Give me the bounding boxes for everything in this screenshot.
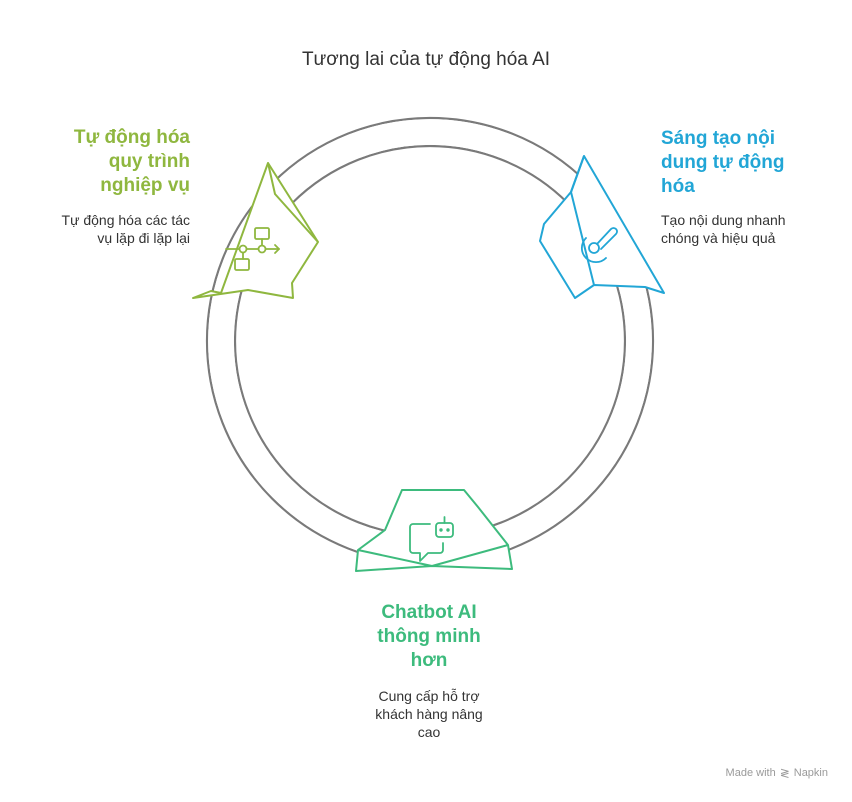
chatbot-heading-line: thông minh: [377, 626, 481, 647]
chatbot-heading-line: hơn: [410, 650, 448, 671]
content-creation-heading: Sáng tạo nội dung tự động hóa: [661, 127, 811, 199]
chatbot-icon: [409, 516, 454, 562]
napkin-logo-icon: ≷: [779, 766, 790, 780]
process-automation-heading: Tự động hóa quy trình nghiệp vụ: [30, 126, 190, 198]
process-automation-heading-line: nghiệp vụ: [100, 175, 190, 196]
process-automation-heading-line: Tự động hóa: [73, 127, 190, 148]
process-automation-heading-line: quy trình: [108, 151, 190, 172]
chatbot-description-line: Cung cấp hỗ trợ: [378, 688, 480, 704]
process-automation-description: Tự động hóa các tác vụ lặp đi lặp lại: [30, 211, 190, 247]
workflow-icon: [225, 227, 280, 271]
pen-tool-icon: [580, 227, 618, 264]
process-automation-description-line: vụ lặp đi lặp lại: [97, 230, 190, 246]
content-creation-heading-line: Sáng tạo nội: [661, 128, 775, 149]
content-creation-heading-line: hóa: [661, 176, 695, 197]
chatbot-heading: Chatbot AI thông minh hơn: [329, 601, 529, 673]
chatbot-heading-line: Chatbot AI: [381, 602, 477, 623]
chatbot-arrow: [355, 489, 513, 572]
content-creation-arrow: [539, 155, 665, 299]
chatbot-description: Cung cấp hỗ trợ khách hàng nâng cao: [354, 687, 504, 741]
diagram-title: Tương lai của tự động hóa AI: [301, 49, 551, 70]
process-automation-arrow: [192, 162, 319, 299]
content-creation-description-line: chóng và hiệu quả: [661, 230, 776, 246]
napkin-brand-label: Napkin: [793, 767, 828, 779]
process-automation-description-line: Tự động hóa các tác: [61, 212, 190, 228]
content-creation-heading-line: dung tự động: [661, 152, 785, 173]
content-creation-description-line: Tạo nội dung nhanh: [661, 212, 786, 228]
made-with-label: Made with: [725, 767, 776, 779]
napkin-watermark[interactable]: Made with ≷ Napkin: [726, 766, 828, 780]
chatbot-description-line: cao: [417, 724, 441, 740]
content-creation-description: Tạo nội dung nhanh chóng và hiệu quả: [661, 211, 821, 247]
chatbot-description-line: khách hàng nâng: [375, 706, 483, 722]
